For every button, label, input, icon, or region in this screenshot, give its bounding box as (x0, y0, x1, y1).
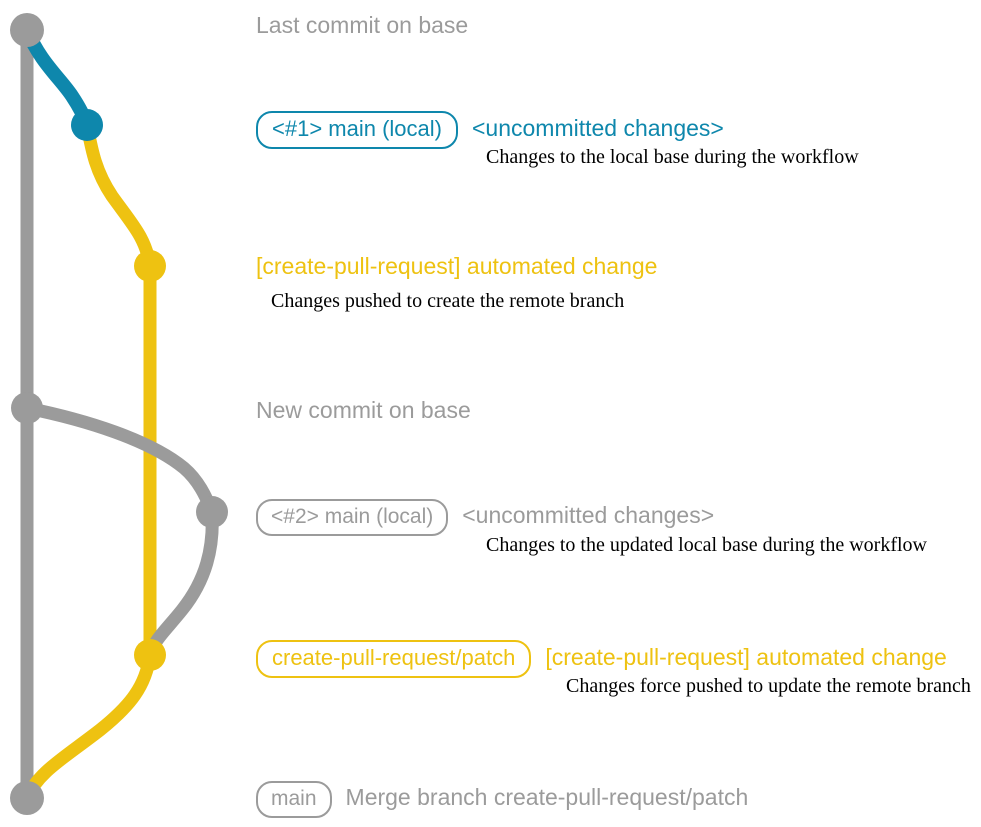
row-description: Changes to the local base during the wor… (486, 146, 859, 168)
edge-patch2-to-merge (20, 648, 157, 805)
row-local-uncommitted-1: <#1> main (local) <uncommitted changes> (256, 111, 724, 149)
badge-create-pull-request-patch[interactable]: create-pull-request/patch (256, 640, 532, 678)
node-base-head (10, 13, 44, 47)
row-headline: <uncommitted changes> (462, 502, 715, 528)
row-new-commit-on-base: New commit on base (256, 399, 471, 422)
node-patch-2 (134, 639, 166, 671)
row-last-commit-on-base: Last commit on base (256, 14, 468, 37)
row-headline: <uncommitted changes> (471, 115, 724, 141)
row-headline: Merge branch create-pull-request/patch (345, 784, 749, 810)
edge-basenew-to-local2 (20, 401, 219, 519)
row-automated-change-1: [create-pull-request] automated change (256, 255, 657, 278)
badge-main-local-1[interactable]: <#1> main (local) (256, 111, 458, 149)
row-merge-commit: main Merge branch create-pull-request/pa… (256, 781, 748, 818)
edge-local2-to-patch2 (143, 505, 219, 662)
row-local-uncommitted-2: <#2> main (local) <uncommitted changes> (256, 499, 714, 536)
node-base-merge (10, 781, 44, 815)
row-description: Changes force pushed to update the remot… (566, 675, 971, 697)
row-headline: Last commit on base (256, 12, 469, 38)
node-patch-1 (134, 250, 166, 282)
row-headline: [create-pull-request] automated change (256, 253, 658, 279)
badge-main-local-2[interactable]: <#2> main (local) (256, 499, 449, 536)
row-automated-change-2: create-pull-request/patch [create-pull-r… (256, 640, 947, 678)
row-headline: New commit on base (256, 397, 471, 423)
node-local-2 (196, 496, 228, 528)
edge-local1-to-patch1 (80, 118, 157, 273)
badge-main[interactable]: main (256, 781, 332, 818)
row-headline: [create-pull-request] automated change (545, 644, 947, 670)
row-description: Changes pushed to create the remote bran… (271, 290, 625, 312)
row-description: Changes to the updated local base during… (486, 534, 927, 556)
node-local-1 (71, 109, 103, 141)
node-base-new (11, 392, 43, 424)
